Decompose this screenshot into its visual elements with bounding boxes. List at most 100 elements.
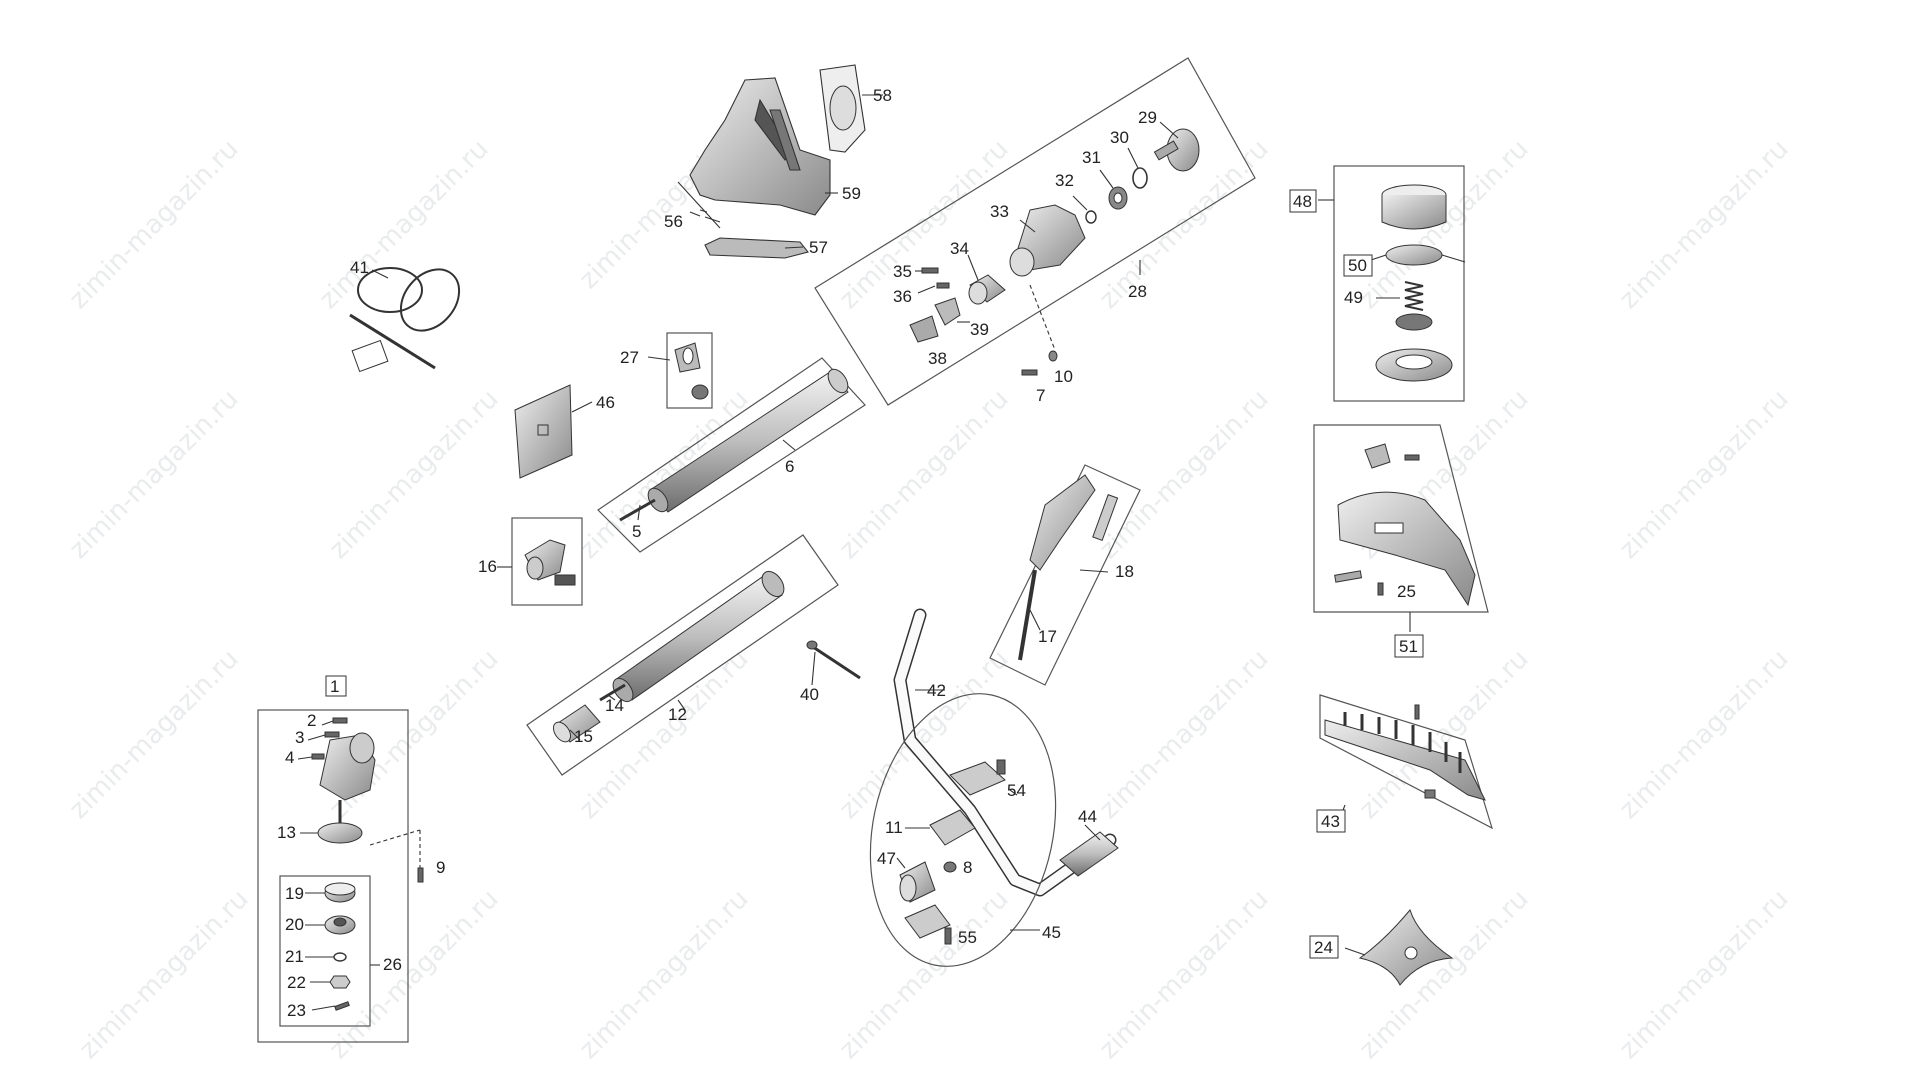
part-label-33: 33 (990, 202, 1009, 221)
part-label-25: 25 (1397, 582, 1416, 601)
part-label-4: 4 (285, 748, 294, 767)
part-label-26: 26 (383, 955, 402, 974)
part-label-48: 48 (1293, 192, 1312, 211)
drive-tube-part-6 (619, 368, 849, 522)
part-label-10: 10 (1054, 367, 1073, 386)
assembly-frame-26 (279, 875, 371, 1027)
watermark: zimin-magazin.ru (574, 884, 755, 1065)
clamp-part-11 (929, 809, 976, 846)
part-label-20: 20 (285, 915, 304, 934)
label-box-50 (1343, 254, 1373, 277)
part-label-18: 18 (1115, 562, 1134, 581)
clamp-part-39 (934, 297, 961, 326)
part-label-47: 47 (877, 849, 896, 868)
part-label-42: 42 (927, 681, 946, 700)
screw-part-36 (936, 282, 950, 289)
flange-part-13 (317, 822, 363, 844)
spool-part-50 (1385, 244, 1443, 266)
assembly-frame-51 (1313, 424, 1489, 613)
spring-part-49 (1404, 281, 1424, 311)
part-label-1: 1 (330, 677, 339, 696)
gearhead-part-1 (297, 717, 424, 883)
guard-part-51 (1334, 443, 1476, 632)
part-label-23: 23 (287, 1001, 306, 1020)
screw-part-4 (311, 753, 325, 760)
bolt-part-7 (1021, 369, 1038, 376)
watermark: zimin-magazin.ru (1354, 884, 1535, 1065)
assembly-frame-12 (526, 534, 839, 776)
watermark: zimin-magazin.ru (834, 384, 1015, 565)
part-label-56: 56 (664, 212, 683, 231)
watermark: zimin-magazin.ru (314, 134, 495, 315)
grip-part-44 (1059, 831, 1119, 877)
watermark: zimin-magazin.ru (1354, 644, 1535, 825)
harness-part-41 (349, 267, 461, 373)
watermark: zimin-magazin.ru (1354, 134, 1535, 315)
part-label-29: 29 (1138, 108, 1157, 127)
screw-part-35 (921, 267, 939, 274)
part-label-31: 31 (1082, 148, 1101, 167)
watermark: zimin-magazin.ru (1094, 384, 1275, 565)
watermark: zimin-magazin.ru (64, 644, 245, 825)
assembly-frame-28 (814, 57, 1256, 406)
part-label-58: 58 (873, 86, 892, 105)
part-label-8: 8 (963, 858, 972, 877)
nut-part-8 (943, 861, 957, 873)
bracket-part-57 (704, 237, 809, 259)
clamp-part-55-base (904, 904, 951, 939)
assembly-frame-43 (1319, 694, 1493, 830)
part-label-6: 6 (785, 457, 794, 476)
watermark: zimin-magazin.ru (834, 644, 1015, 825)
part-label-38: 38 (928, 349, 947, 368)
part-label-55: 55 (958, 928, 977, 947)
part-label-43: 43 (1321, 812, 1340, 831)
screw-part-3 (324, 731, 340, 738)
frame-part-27 (666, 332, 713, 409)
assembly-frame-48 (1333, 165, 1465, 402)
label-box-43 (1316, 809, 1346, 833)
part-label-59: 59 (842, 184, 861, 203)
part-label-22: 22 (287, 973, 306, 992)
washer-part-32 (1085, 210, 1097, 224)
throttle-clamp-part-16 (497, 539, 576, 586)
screw-part-25 (1377, 582, 1384, 596)
part-label-19: 19 (285, 884, 304, 903)
drive-tube-part-12 (552, 570, 785, 743)
part-label-3: 3 (295, 728, 304, 747)
handlebar-part-42 (893, 608, 1119, 897)
frame-part-16 (511, 517, 583, 606)
part-label-27: 27 (620, 348, 639, 367)
part-label-40: 40 (800, 685, 819, 704)
clamp-part-27 (647, 342, 709, 400)
part-label-44: 44 (1078, 807, 1097, 826)
part-label-24: 24 (1314, 938, 1333, 957)
clutch-assembly (909, 121, 1200, 376)
assembly-frame-45 (869, 693, 1057, 967)
part-label-7: 7 (1036, 386, 1045, 405)
part-label-35: 35 (893, 262, 912, 281)
part-label-14: 14 (605, 696, 624, 715)
pin-part-23 (334, 1001, 350, 1011)
trimmer-head-part-48 (1318, 184, 1466, 382)
clamp-part-54 (949, 761, 1006, 796)
screw-part-55 (944, 927, 952, 945)
watermark: zimin-magazin.ru (1614, 644, 1795, 825)
watermark: zimin-magazin.ru (1614, 884, 1795, 1065)
part-label-2: 2 (307, 711, 316, 730)
throttle-handle-part-17 (1018, 474, 1119, 661)
part-label-17: 17 (1038, 627, 1057, 646)
washer-part-21 (333, 952, 347, 962)
pin-part-9 (417, 867, 424, 883)
part-label-16: 16 (478, 557, 497, 576)
blade-part-24 (1344, 908, 1454, 986)
part-label-45: 45 (1042, 923, 1061, 942)
part-label-12: 12 (668, 705, 687, 724)
watermark: zimin-magazin.ru (74, 884, 255, 1065)
part-label-21: 21 (285, 947, 304, 966)
watermark: zimin-magazin.ru (1094, 884, 1275, 1065)
screw-part-2 (332, 717, 348, 724)
watermark: zimin-magazin.ru (324, 884, 505, 1065)
part-label-50: 50 (1348, 256, 1367, 275)
part-label-13: 13 (277, 823, 296, 842)
shield-part-43 (1324, 704, 1486, 819)
